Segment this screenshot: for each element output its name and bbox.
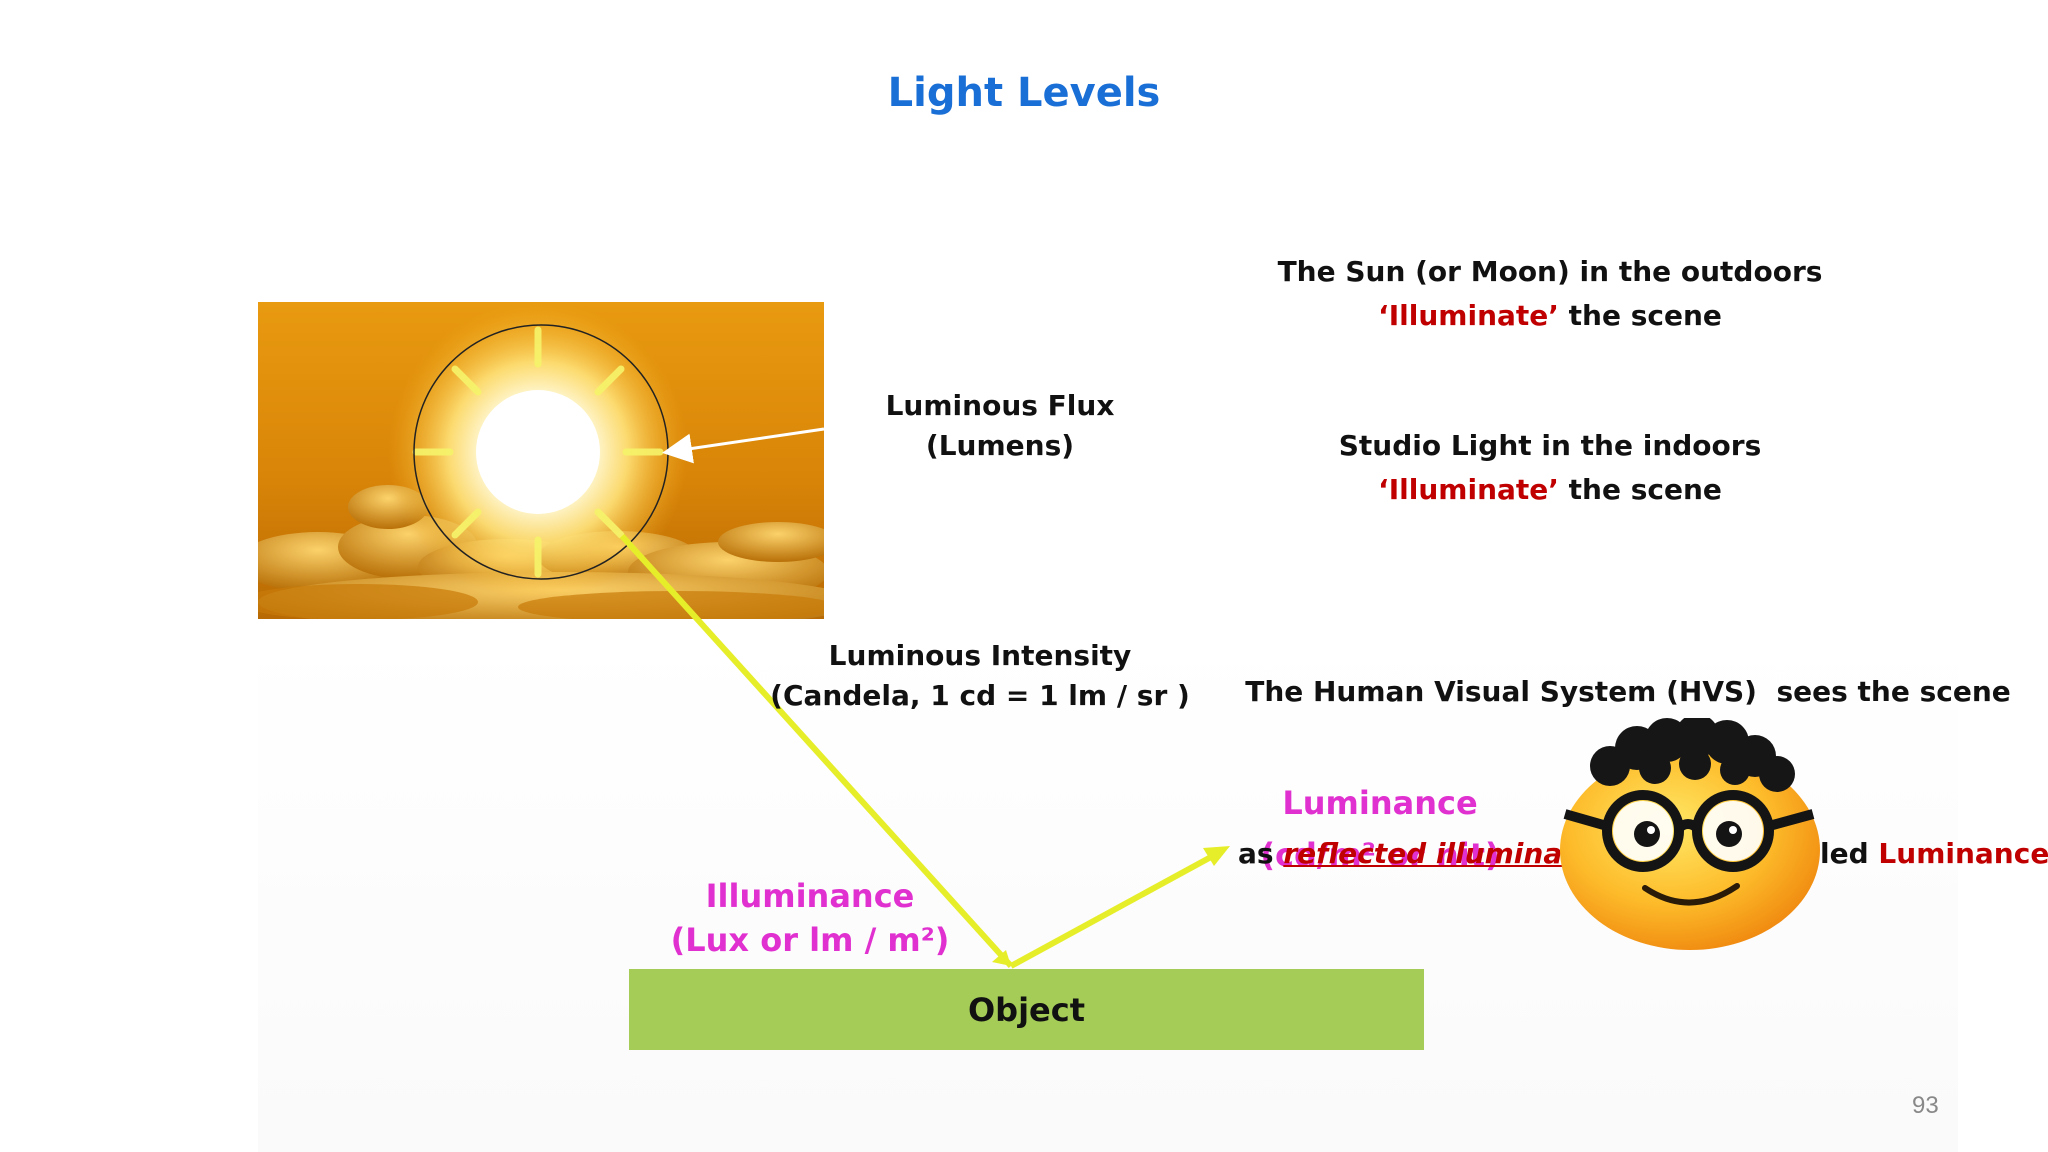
studio-note-rest: the scene xyxy=(1558,473,1722,506)
flux-arrow xyxy=(662,427,825,464)
sun-note-rest: the scene xyxy=(1558,299,1722,332)
luminance-label: Luminance (cd/m² or nit) xyxy=(1230,777,1530,881)
page-number: 93 xyxy=(1912,1092,1939,1119)
luminous-flux-label: Luminous Flux (Lumens) xyxy=(860,386,1140,466)
reflected-ray-head xyxy=(1203,846,1230,866)
illuminance-title: Illuminance xyxy=(705,877,915,915)
illuminance-label: Illuminance (Lux or lm / m²) xyxy=(640,874,980,962)
object-box: Object xyxy=(629,969,1424,1050)
sun-note: The Sun (or Moon) in the outdoors ‘Illum… xyxy=(1230,250,1870,338)
luminous-intensity-title: Luminous Intensity xyxy=(828,639,1132,672)
luminous-intensity-unit: (Candela, 1 cd = 1 lm / sr ) xyxy=(770,679,1190,712)
sun-note-quote: ‘Illuminate’ xyxy=(1378,299,1559,332)
hvs-note-line1: The Human Visual System (HVS) sees the s… xyxy=(1245,675,2011,708)
luminous-flux-unit: (Lumens) xyxy=(925,429,1075,462)
luminance-unit: (cd/m² or nit) xyxy=(1260,836,1500,874)
studio-note-line2: ‘Illuminate’ the scene xyxy=(1230,468,1870,512)
illuminance-unit: (Lux or lm / m²) xyxy=(670,921,950,959)
studio-note-quote: ‘Illuminate’ xyxy=(1378,473,1559,506)
incident-ray xyxy=(619,533,1014,969)
nerd-emoji-icon xyxy=(1555,714,1825,953)
sun-note-line1: The Sun (or Moon) in the outdoors xyxy=(1277,255,1823,288)
sun-note-line2: ‘Illuminate’ the scene xyxy=(1230,294,1870,338)
luminance-title: Luminance xyxy=(1282,784,1478,822)
reflected-ray xyxy=(1009,848,1224,969)
sun-photo-icon xyxy=(258,302,824,619)
hvs-note-term: Luminance xyxy=(1878,837,2048,870)
luminous-flux-title: Luminous Flux xyxy=(885,389,1115,422)
slide-title: Light Levels xyxy=(887,70,1161,116)
luminous-intensity-label: Luminous Intensity (Candela, 1 cd = 1 lm… xyxy=(760,636,1200,716)
studio-note-line1: Studio Light in the indoors xyxy=(1338,429,1762,462)
hvs-note-prefix: as xyxy=(1238,837,1284,870)
studio-note: Studio Light in the indoors ‘Illuminate’… xyxy=(1230,424,1870,512)
